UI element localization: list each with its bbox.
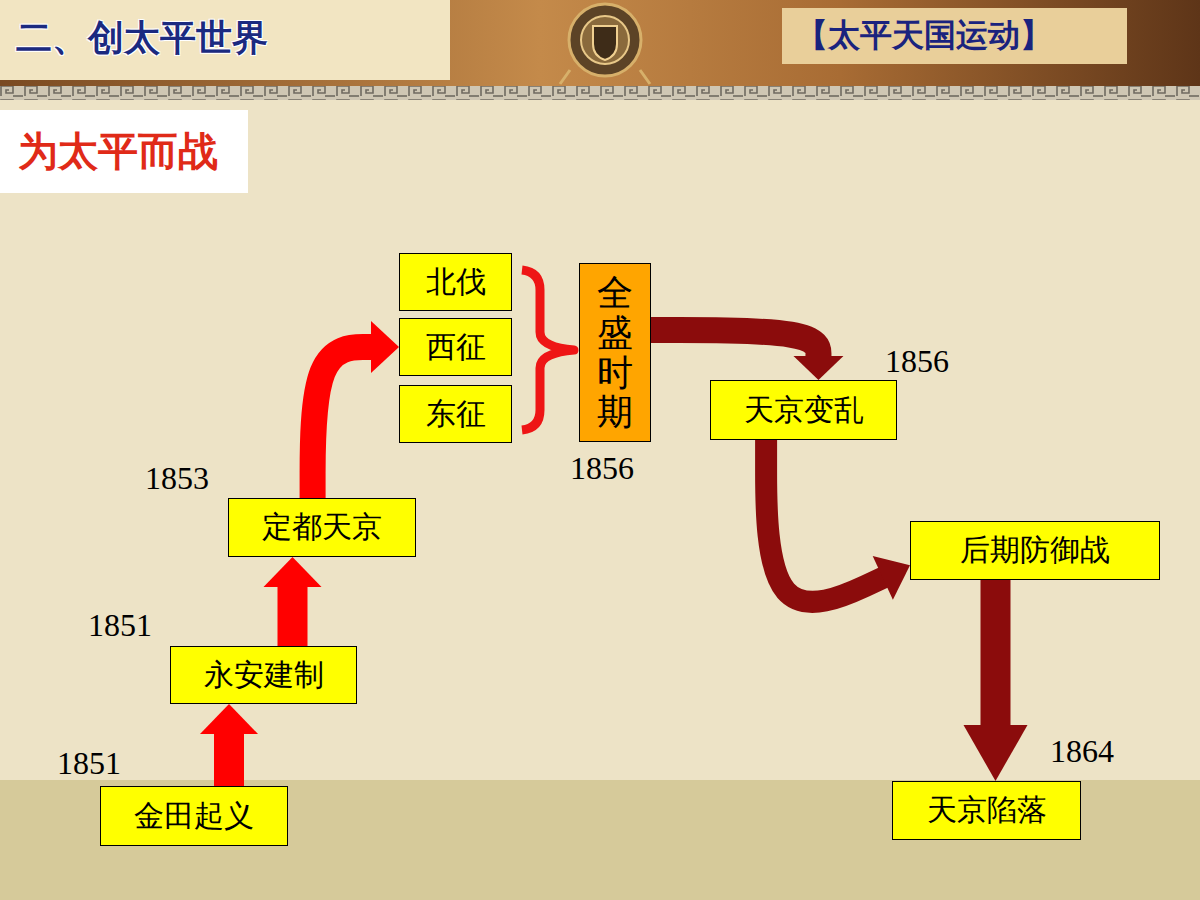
arrow-head: [793, 356, 843, 380]
header-bar: [0, 0, 1200, 86]
node-text: 永安建制: [204, 655, 324, 696]
node-text: 西征: [426, 327, 486, 368]
arrow-shaft: [214, 732, 244, 786]
year-label: 1853: [145, 460, 209, 497]
arrow-shaft: [313, 347, 373, 498]
section-heading: 为太平而战: [0, 110, 248, 193]
event-box: 西征: [399, 318, 512, 376]
arrow-head: [964, 725, 1028, 781]
year-label: 1864: [1050, 733, 1114, 770]
arrow-shaft: [278, 585, 308, 646]
arrow-head: [200, 704, 258, 734]
node-text: 后期防御战: [960, 530, 1110, 571]
arrow-head: [371, 321, 399, 373]
flow-arrow: [766, 440, 910, 602]
series-parchment: [782, 8, 1127, 64]
node-text: 定都天京: [262, 507, 382, 548]
flow-arrow: [264, 557, 322, 646]
flow-arrow: [313, 321, 399, 498]
period-box: 全盛时期: [579, 263, 651, 442]
arrow-head: [873, 556, 910, 600]
flow-arrow: [651, 330, 843, 380]
node-text: 东征: [426, 394, 486, 435]
arrow-head: [264, 557, 322, 587]
bottom-band: [0, 780, 1200, 900]
node-text: 金田起义: [134, 796, 254, 837]
event-box: 天京变乱: [710, 380, 897, 440]
node-text: 全盛时期: [597, 273, 633, 431]
event-box: 北伐: [399, 253, 512, 311]
emblem: [560, 4, 650, 84]
year-label: 1856: [570, 450, 634, 487]
flow-arrow: [200, 704, 258, 786]
event-box: 定都天京: [228, 498, 416, 557]
series-title: 【太平天国运动】: [790, 12, 1058, 60]
event-box: 金田起义: [100, 786, 288, 846]
main-ground: [0, 100, 1200, 780]
year-label: 1851: [88, 607, 152, 644]
page-title: 二、创太平世界: [16, 14, 268, 63]
flow-arrow: [964, 580, 1028, 781]
event-box: 东征: [399, 385, 512, 443]
node-text: 北伐: [426, 262, 486, 303]
event-box: 永安建制: [170, 646, 357, 704]
arrow-shaft: [651, 330, 818, 358]
title-parchment: [0, 0, 450, 80]
year-label: 1856: [885, 343, 949, 380]
event-box: 后期防御战: [910, 521, 1160, 580]
fret-border: [0, 86, 1200, 100]
arrow-shaft: [766, 440, 885, 602]
event-box: 天京陷落: [892, 781, 1081, 840]
node-text: 天京变乱: [744, 390, 864, 431]
node-text: 天京陷落: [927, 790, 1047, 831]
year-label: 1851: [57, 745, 121, 782]
group-brace: [522, 270, 574, 430]
arrow-shaft: [981, 580, 1011, 727]
